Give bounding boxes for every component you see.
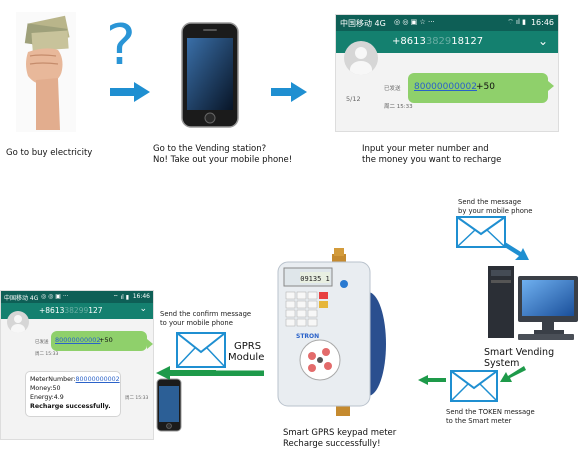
gprs-label-line1: GPRS (234, 341, 262, 352)
sms-bubble: 80000000002 +50 (408, 73, 554, 103)
chevron-down-icon[interactable]: ⌄ (139, 304, 147, 314)
confirm-msg-line2: to your mobile phone (160, 319, 233, 327)
smartphone-image (156, 378, 182, 437)
arrow-right-icon (271, 82, 307, 107)
token-msg-line1: Send the TOKEN message (446, 408, 535, 416)
clock-label: 16:46 (132, 293, 150, 300)
reply-bubble: MeterNumber:80000000002 Money:50 Energy:… (25, 371, 121, 417)
smart-meter-image: 09135 1 STRON (272, 248, 390, 423)
step2-caption-line2: No! Take out your mobile phone! (153, 155, 293, 165)
sms-meta-time: 周二 15:33 (384, 104, 413, 110)
reply-money: Money:50 (30, 385, 61, 392)
envelope-icon (176, 332, 226, 373)
question-mark-icon: ? (106, 13, 136, 78)
sms-screenshot: 中国移动 4G ◎ ◎ ▣ ☆ ··· ⌔ ıl ▮ 16:46 +861338… (335, 14, 559, 132)
envelope-icon (450, 370, 498, 407)
step3-caption-line2: the money you want to recharge (362, 155, 502, 165)
sms-meta-sent: 已发送 (35, 340, 49, 345)
contact-number: +8613382918127 (392, 36, 484, 47)
arrow-right-icon (110, 82, 150, 107)
sms-date: 5/12 (346, 95, 361, 103)
meter-brand: STRON (296, 333, 319, 340)
clock-label: 16:46 (530, 18, 554, 27)
send-mobile-line1: Send the message (458, 198, 522, 206)
meter-caption-line1: Smart GPRS keypad meter (283, 428, 397, 438)
meter-caption-line2: Recharge successfully! (283, 439, 381, 449)
arrow-left-icon (156, 366, 264, 385)
contact-avatar (7, 311, 29, 333)
contact-avatar (344, 41, 378, 75)
step2-caption-line1: Go to the Vending station? (153, 144, 267, 154)
reply-time: 周二 15:33 (125, 396, 149, 401)
sms-meter-number[interactable]: 80000000002 (414, 82, 477, 92)
token-msg-line2: to the Smart meter (446, 417, 512, 425)
arrow-down-left-icon (500, 366, 526, 391)
carrier-label: 中国移动 4G (4, 295, 39, 302)
contact-bar: +8613382918127 ⌄ (336, 31, 558, 53)
signal-icons: ◎ ◎ ▣ ☆ ··· (394, 18, 435, 26)
gprs-label-line2: Module (228, 352, 265, 363)
step3-caption-line1: Input your meter number and (362, 144, 489, 154)
arrow-down-right-icon (503, 238, 531, 269)
reply-meter-line: MeterNumber:80000000002 (30, 376, 120, 383)
reply-status: Recharge successfully. (30, 403, 111, 410)
meter-display: 09135 1 (300, 275, 330, 283)
reply-energy: Energy:4.9 (30, 394, 64, 401)
confirm-msg-line1: Send the confirm message (160, 310, 252, 318)
vending-system-label: Smart Vending System (484, 347, 555, 369)
step1-caption: Go to buy electricity (6, 148, 93, 158)
money-hand-image (16, 12, 76, 132)
reply-meter-number[interactable]: 80000000002 (75, 376, 120, 383)
sms-meta-sent: 已发送 (384, 86, 401, 92)
carrier-label: 中国移动 4G (340, 19, 386, 28)
computer-image (488, 262, 580, 347)
sms-amount: +50 (476, 82, 495, 92)
status-icons: ⌔ ıl ▮ (112, 294, 129, 301)
signal-icons: ◎ ◎ ▣ ··· (41, 293, 69, 300)
send-mobile-line2: by your mobile phone (458, 207, 533, 215)
sms-meta-time: 周二 15:33 (35, 352, 59, 357)
arrow-left-icon (418, 372, 446, 390)
envelope-icon (456, 216, 506, 253)
status-bar: 中国移动 4G ◎ ◎ ▣ ··· ⌔ ıl ▮ 16:46 (1, 291, 153, 303)
status-icons: ⌔ ıl ▮ (507, 18, 526, 26)
confirm-sms-screenshot: 中国移动 4G ◎ ◎ ▣ ··· ⌔ ıl ▮ 16:46 +86133829… (0, 290, 154, 440)
contact-bar: +861338299127 ⌄ (1, 303, 153, 319)
chevron-down-icon[interactable]: ⌄ (537, 34, 548, 48)
sms-meter-number[interactable]: 80000000002 (55, 336, 101, 344)
sms-amount: +50 (99, 336, 113, 344)
sms-bubble: 80000000002 +50 (51, 331, 153, 351)
status-bar: 中国移动 4G ◎ ◎ ▣ ☆ ··· ⌔ ıl ▮ 16:46 (336, 15, 558, 31)
contact-number: +861338299127 (39, 306, 103, 315)
smartphone-image (181, 22, 239, 133)
